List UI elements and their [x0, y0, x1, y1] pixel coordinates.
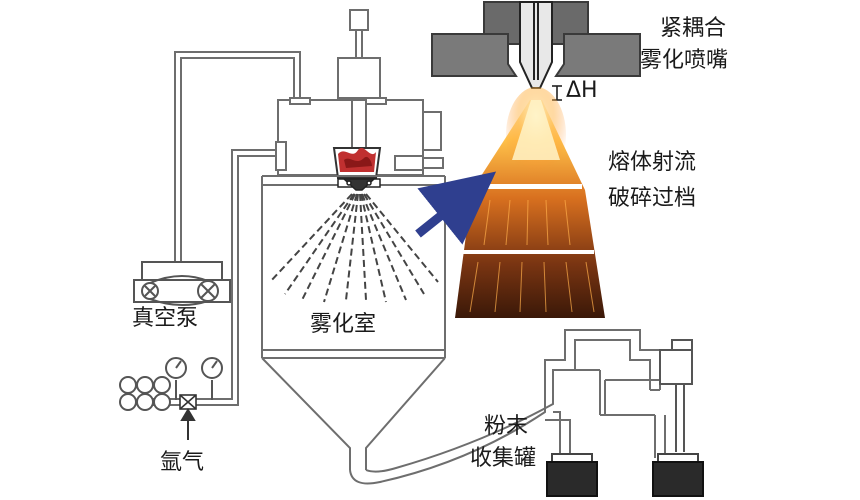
jet-pointer-arrow	[415, 171, 497, 245]
jet-label-line2: 破碎过档	[608, 186, 697, 211]
powder-collector-right	[659, 339, 693, 452]
delta-h-label: ΔH	[566, 78, 598, 103]
powder-label-line2: 收集罐	[470, 446, 537, 471]
chamber-label: 雾化室	[310, 312, 377, 337]
argon-valve-icon	[179, 394, 197, 410]
argon-label: 氩气	[160, 450, 205, 475]
jet-label-line1: 熔体射流	[608, 150, 697, 175]
powder-transfer-pipe	[349, 329, 666, 485]
chamber-nozzle	[337, 178, 381, 191]
nozzle-label-line2: 雾化喷嘴	[640, 48, 729, 73]
close-coupled-nozzle	[431, 1, 641, 89]
collection-tank-right	[652, 453, 704, 497]
collection-tank-left	[546, 453, 598, 497]
vacuum-pump	[133, 261, 231, 306]
melting-chamber	[275, 9, 444, 176]
argon-cylinders	[119, 376, 171, 411]
vacuum-pipe	[174, 51, 301, 262]
melt-crucible	[332, 147, 382, 179]
argon-arrow-icon	[180, 408, 196, 440]
droplet-spray	[269, 193, 439, 303]
powder-label-line1: 粉末	[484, 414, 529, 439]
nozzle-label-line1: 紧耦合	[660, 16, 727, 41]
vacuum-pump-label: 真空泵	[132, 306, 199, 331]
melt-jet-breakup	[455, 87, 605, 318]
pressure-gauge-icon	[165, 357, 223, 400]
